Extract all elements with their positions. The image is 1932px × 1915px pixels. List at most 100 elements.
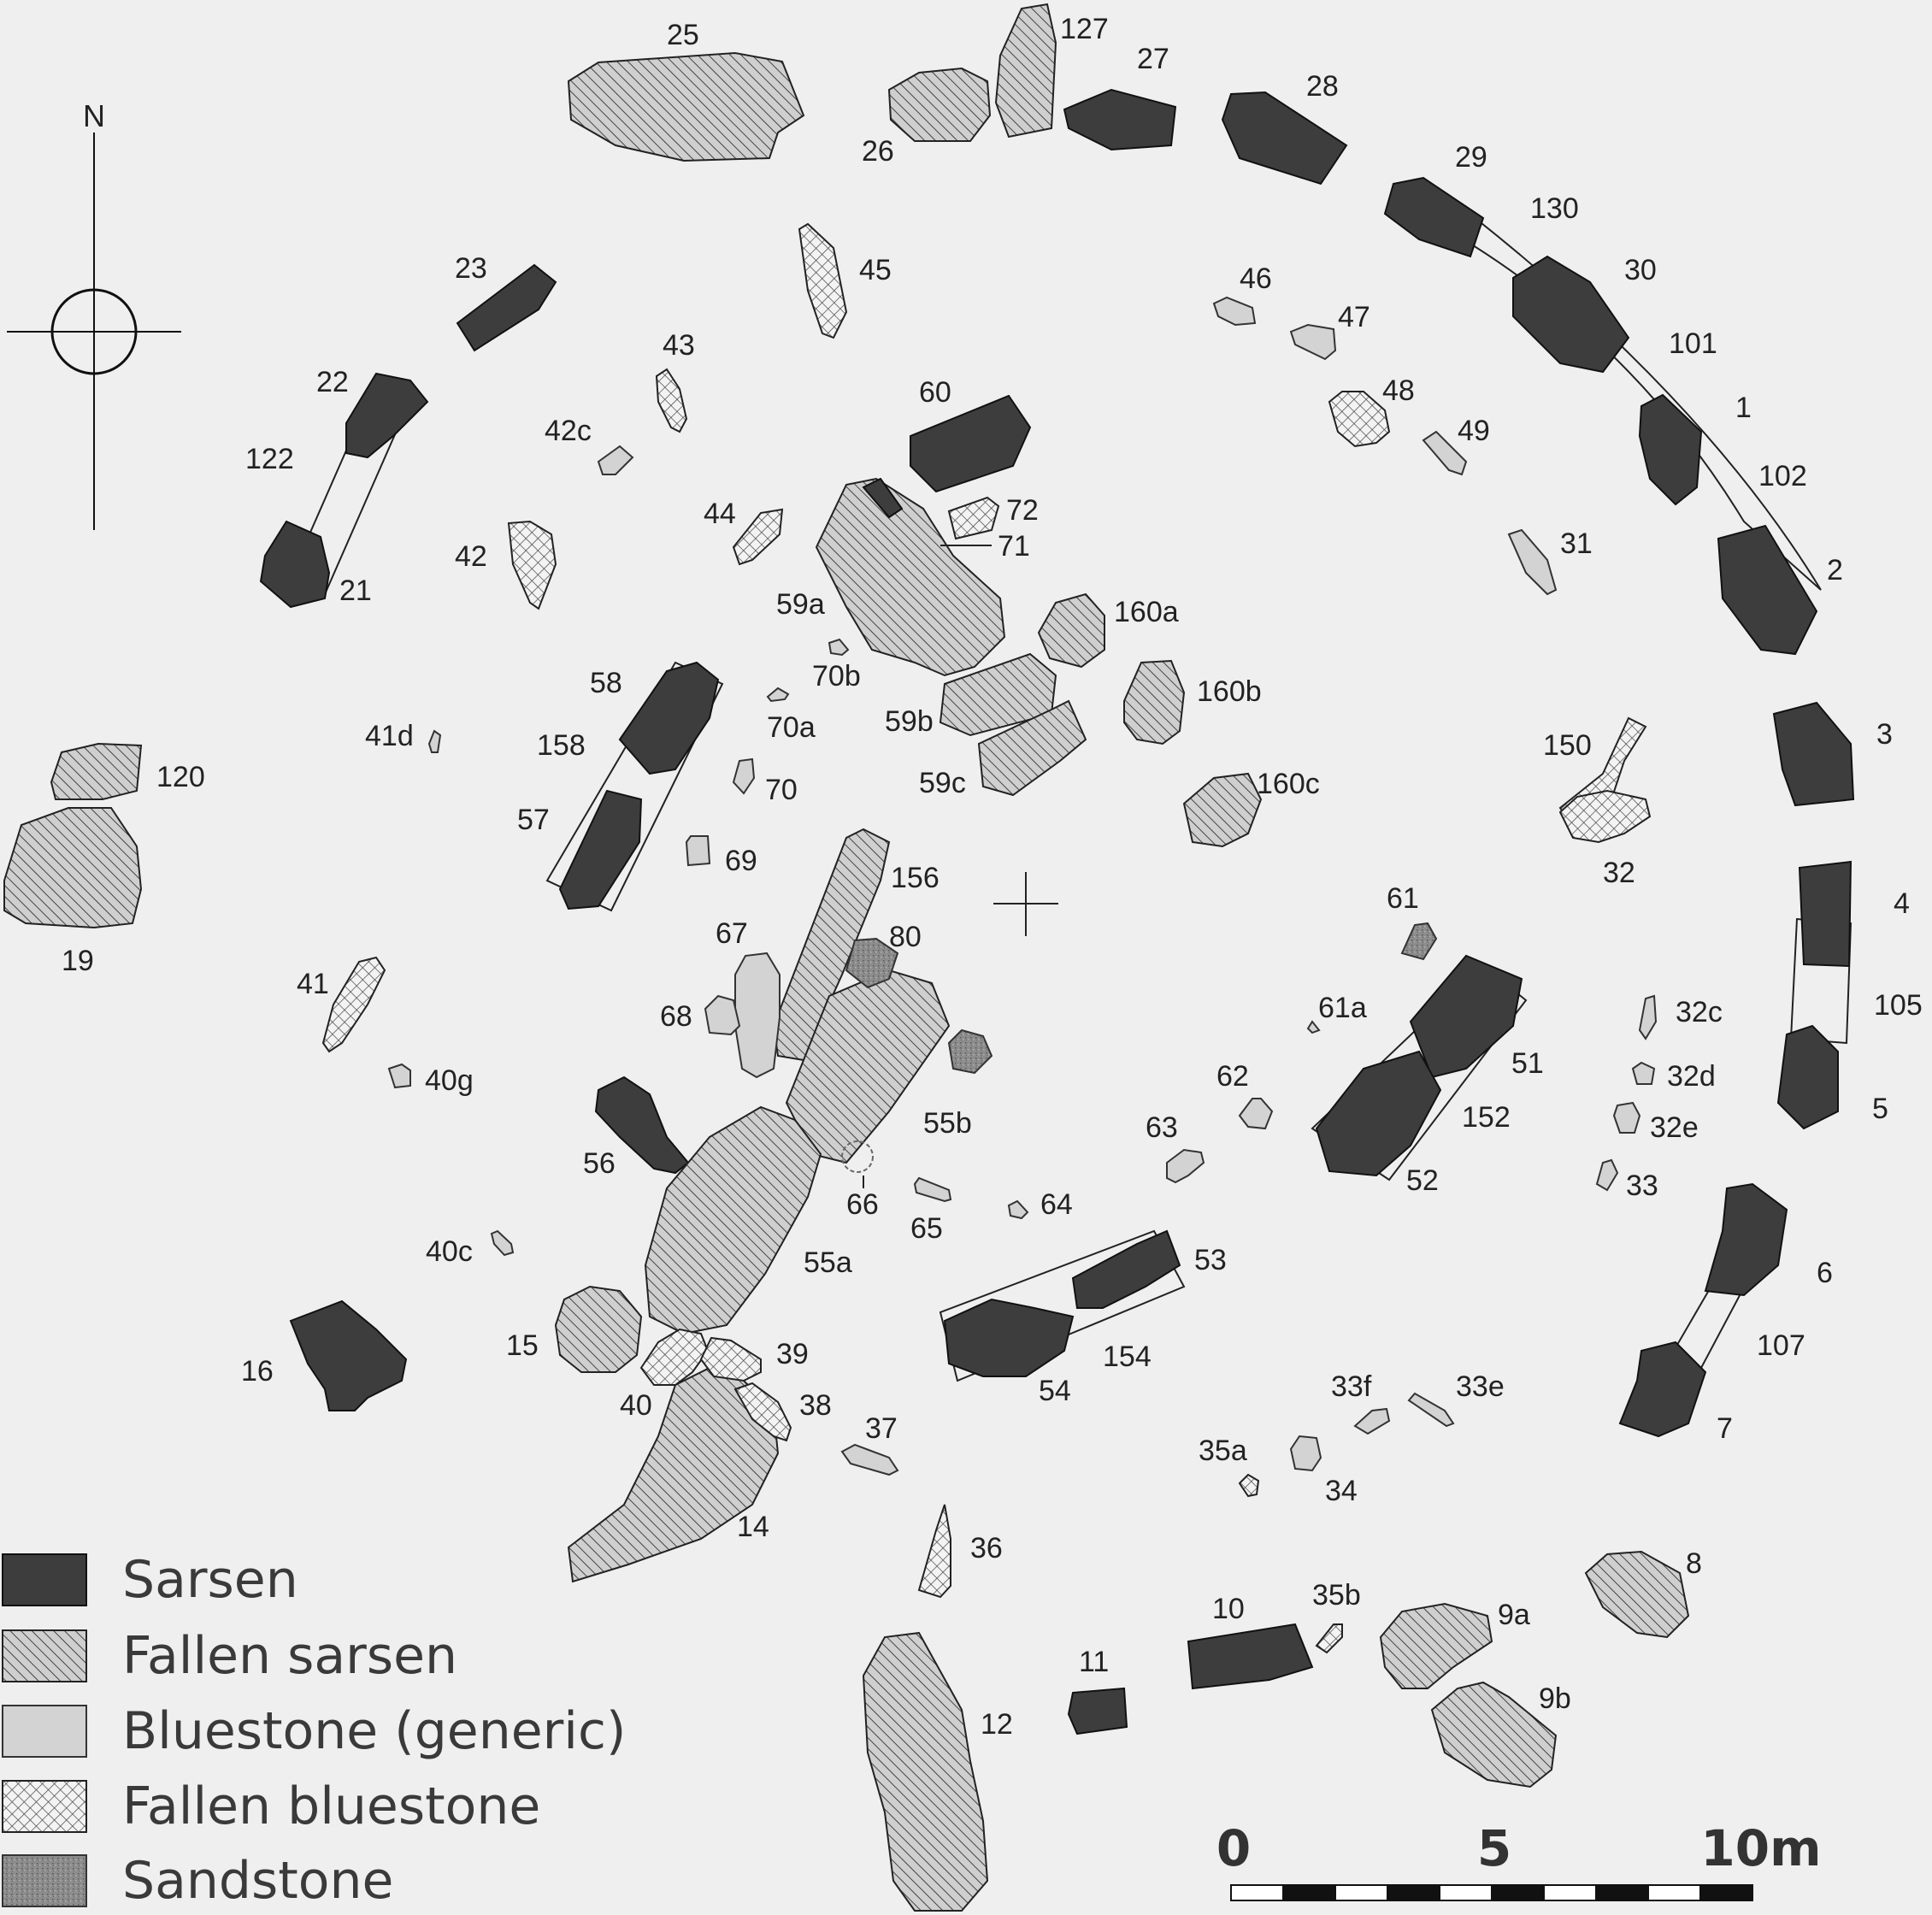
legend-label-bluestone: Bluestone (generic) (122, 1701, 626, 1761)
stone-160c (1182, 772, 1263, 848)
stone-48 (1328, 391, 1391, 448)
stone-30 (1512, 255, 1630, 374)
stone-2 (1717, 524, 1818, 656)
stone-32c (1638, 994, 1658, 1040)
stone-80 (845, 937, 899, 989)
label-stone-26: 26 (862, 135, 894, 168)
label-stone-4: 4 (1894, 887, 1910, 920)
label-stone-51: 51 (1511, 1047, 1544, 1080)
label-stone-62: 62 (1216, 1060, 1249, 1093)
stone-39 (699, 1336, 762, 1382)
stone-23 (456, 263, 557, 352)
stone-35b (1315, 1623, 1343, 1654)
label-stone-160a: 160a (1114, 596, 1179, 628)
stone-42c (597, 445, 634, 475)
label-stone-158: 158 (537, 729, 586, 762)
label-stone-32: 32 (1603, 857, 1635, 889)
stone-58 (618, 661, 720, 775)
stone-57 (558, 789, 643, 910)
stone-120 (50, 742, 143, 800)
stone-160a (1037, 592, 1105, 669)
scale-segment (1543, 1884, 1597, 1901)
label-stone-8: 8 (1686, 1547, 1702, 1580)
legend-label-sandstone: Sandstone (122, 1851, 393, 1911)
fallen-sarsen-stones (3, 3, 1690, 1912)
stone-33f (1353, 1407, 1391, 1435)
scale-segment (1230, 1884, 1284, 1901)
stone-33 (1595, 1158, 1619, 1192)
label-stone-7: 7 (1717, 1412, 1733, 1445)
stone-71 (862, 477, 904, 519)
stone-66 (841, 1140, 874, 1173)
label-stone-9a: 9a (1498, 1599, 1530, 1631)
label-stone-58: 58 (590, 667, 622, 699)
north-arrow: N (7, 98, 181, 530)
stone-49 (1422, 430, 1468, 476)
label-stone-42c: 42c (545, 415, 592, 447)
label-stone-69: 69 (725, 845, 757, 877)
stone-9a (1379, 1602, 1493, 1689)
label-stone-53: 53 (1194, 1244, 1227, 1276)
label-stone-54: 54 (1039, 1375, 1071, 1407)
label-stone-68: 68 (660, 1000, 692, 1033)
bluestones (387, 296, 1658, 1476)
label-stone-32e: 32e (1650, 1111, 1699, 1144)
stone-80b (947, 1028, 993, 1075)
label-stone-56: 56 (583, 1147, 616, 1180)
stone-21 (259, 520, 331, 609)
label-stone-52: 52 (1406, 1164, 1439, 1197)
label-stone-57: 57 (517, 804, 550, 836)
centre-mark (993, 872, 1058, 936)
label-stone-32c: 32c (1676, 996, 1723, 1028)
label-stone-37: 37 (865, 1412, 898, 1445)
label-stone-19: 19 (62, 945, 94, 977)
stone-11 (1067, 1687, 1128, 1735)
stone-36 (917, 1504, 951, 1599)
stone-46 (1212, 296, 1257, 327)
label-stone-3: 3 (1876, 718, 1893, 751)
label-stone-130: 130 (1530, 192, 1579, 225)
label-stone-71: 71 (998, 530, 1030, 563)
stone-26 (887, 67, 992, 142)
stone-70 (732, 757, 756, 795)
label-stone-101: 101 (1669, 327, 1717, 360)
label-stone-55b: 55b (923, 1107, 972, 1140)
label-stone-67: 67 (716, 917, 748, 950)
label-stone-40c: 40c (426, 1235, 473, 1268)
label-stone-41: 41 (297, 968, 329, 1000)
stone-61a (1306, 1020, 1321, 1034)
label-stone-34: 34 (1325, 1475, 1358, 1507)
label-stone-41d: 41d (365, 720, 414, 752)
stone-55a (644, 1105, 822, 1335)
stone-53 (1071, 1229, 1181, 1309)
legend-label-fallen-sarsen: Fallen sarsen (122, 1626, 457, 1686)
fallen-bluestones (321, 222, 1652, 1654)
stone-45 (798, 222, 848, 339)
label-stone-36: 36 (970, 1532, 1003, 1564)
scale-segment (1387, 1884, 1440, 1901)
label-stone-43: 43 (663, 329, 695, 362)
label-stone-40: 40 (620, 1389, 652, 1422)
label-stone-27: 27 (1137, 43, 1169, 75)
label-stone-160c: 160c (1257, 768, 1320, 800)
label-stone-72: 72 (1006, 494, 1039, 527)
stone-33e (1407, 1392, 1455, 1428)
label-stone-40g: 40g (425, 1064, 474, 1097)
stone-61 (1400, 922, 1438, 961)
stone-70a (766, 686, 790, 703)
label-stone-80: 80 (889, 921, 922, 953)
stone-41d (427, 729, 442, 753)
stone-65 (913, 1176, 952, 1203)
label-stone-5: 5 (1872, 1093, 1888, 1125)
legend-swatch-bluestone (2, 1705, 87, 1758)
scale-segment (1647, 1884, 1701, 1901)
label-stone-120: 120 (156, 761, 205, 793)
label-stone-46: 46 (1240, 262, 1272, 295)
label-stone-33f: 33f (1331, 1370, 1372, 1403)
scale-segment (1439, 1884, 1493, 1901)
label-stone-9b: 9b (1539, 1682, 1571, 1715)
label-stone-65: 65 (910, 1212, 943, 1245)
stone-60 (910, 394, 1032, 493)
label-stone-10: 10 (1212, 1593, 1245, 1625)
stone-28 (1221, 91, 1348, 186)
